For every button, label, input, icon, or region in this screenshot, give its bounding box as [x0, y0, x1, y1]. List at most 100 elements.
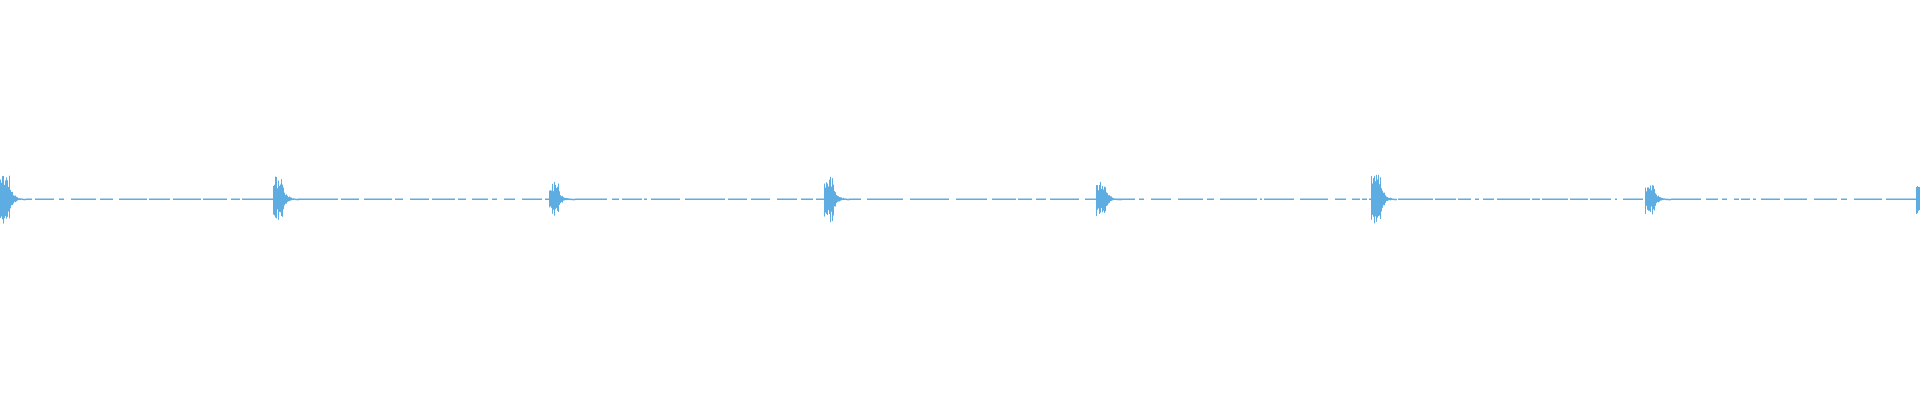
waveform-sample — [1107, 193, 1108, 206]
waveform-sample — [298, 198, 299, 201]
waveform-sample — [280, 184, 281, 213]
waveform-sample — [274, 184, 275, 216]
baseline-segment — [231, 198, 240, 200]
baseline-segment — [1264, 198, 1294, 200]
baseline-segment — [956, 198, 987, 200]
baseline-segment — [651, 198, 680, 200]
waveform-sample — [1371, 175, 1372, 220]
baseline-segment — [1753, 198, 1756, 200]
waveform-sample — [1660, 197, 1661, 201]
waveform-sample — [1392, 198, 1393, 201]
baseline-segment — [575, 198, 607, 200]
waveform-sample — [844, 198, 845, 201]
waveform-sample — [25, 198, 26, 201]
waveform-sample — [1106, 192, 1107, 207]
baseline-segment — [1615, 198, 1617, 200]
baseline-segment — [622, 198, 642, 200]
baseline-segment — [364, 198, 392, 200]
baseline-segment — [1784, 198, 1807, 200]
waveform-sample — [275, 176, 276, 218]
waveform-sample — [1387, 196, 1388, 201]
baseline-segment — [1886, 198, 1920, 200]
baseline-segment — [410, 198, 429, 200]
waveform-sample — [1650, 185, 1651, 212]
waveform-sample — [15, 195, 16, 203]
waveform-sample — [828, 186, 829, 211]
waveform-sample — [3, 175, 4, 224]
waveform-sample — [1383, 192, 1384, 206]
waveform-sample — [1376, 174, 1377, 222]
waveform-sample — [277, 188, 278, 210]
waveform-sample — [559, 191, 560, 205]
waveform-sample — [1656, 194, 1657, 204]
waveform-sample — [19, 198, 20, 200]
waveform-sample — [1649, 188, 1650, 211]
waveform-sample — [1654, 188, 1655, 211]
waveform-sample — [1, 182, 2, 217]
waveform-sample — [1104, 186, 1105, 213]
waveform-sample — [846, 198, 847, 201]
waveform-sample — [1651, 190, 1652, 207]
waveform-sample — [557, 186, 558, 211]
waveform-sample — [1664, 198, 1665, 200]
baseline-segment — [1841, 198, 1847, 200]
baseline-segment — [149, 198, 170, 200]
waveform-sample — [286, 194, 287, 204]
waveform-sample — [1646, 191, 1647, 206]
waveform-sample — [1384, 192, 1385, 206]
waveform-sample — [826, 182, 827, 214]
waveform-sample — [825, 187, 826, 213]
waveform-sample — [563, 197, 564, 201]
waveform-sample — [276, 176, 277, 219]
waveform-sample — [1120, 198, 1121, 201]
burst-6 — [1371, 174, 1397, 224]
waveform-sample — [1386, 196, 1387, 202]
baseline-segment — [432, 198, 455, 200]
baseline-segment — [1260, 198, 1262, 200]
burst-8 — [1916, 186, 1920, 215]
waveform-sample — [849, 198, 850, 201]
waveform-sample — [1374, 175, 1375, 224]
waveform-sample — [1115, 198, 1116, 200]
baseline-segment — [522, 198, 542, 200]
baseline-segment — [1734, 198, 1739, 200]
burst-2 — [273, 176, 299, 220]
waveform-sample — [837, 195, 838, 202]
waveform-sample — [1121, 198, 1122, 201]
waveform-sample — [1647, 187, 1648, 210]
waveform-sample — [843, 197, 844, 200]
waveform-sample — [1112, 197, 1113, 201]
baseline-segment — [203, 198, 227, 200]
waveform-sample — [1110, 196, 1111, 202]
baseline-segment — [612, 198, 619, 200]
waveform-sample — [1665, 198, 1666, 201]
waveform-sample — [273, 185, 274, 215]
waveform-sample — [560, 195, 561, 204]
baseline-segment — [1435, 198, 1456, 200]
baseline-segment — [1761, 198, 1780, 200]
waveform-sample — [1372, 183, 1373, 215]
baseline-segment — [173, 198, 201, 200]
waveform-sample — [11, 192, 12, 206]
baseline-segment — [1018, 198, 1032, 200]
waveform-sample — [1380, 177, 1381, 219]
baseline-segment — [1542, 198, 1568, 200]
waveform-sample — [283, 187, 284, 210]
baseline-segment — [1532, 198, 1540, 200]
waveform-sample — [293, 198, 294, 200]
waveform-sample — [1109, 195, 1110, 203]
waveform-sample — [1669, 198, 1670, 201]
waveform-sample — [1098, 190, 1099, 209]
baseline-segment — [71, 198, 96, 200]
waveform-sample — [1117, 198, 1118, 201]
waveform-sample — [831, 186, 832, 212]
baseline-segment — [751, 198, 770, 200]
waveform-sample — [5, 180, 6, 216]
waveform-sample — [1658, 195, 1659, 203]
baseline-segment — [1671, 198, 1701, 200]
waveform-sample — [558, 183, 559, 213]
waveform-sample — [14, 195, 15, 202]
baseline-segment — [644, 198, 647, 200]
waveform-sample — [1670, 198, 1671, 201]
baseline-segment — [341, 198, 359, 200]
